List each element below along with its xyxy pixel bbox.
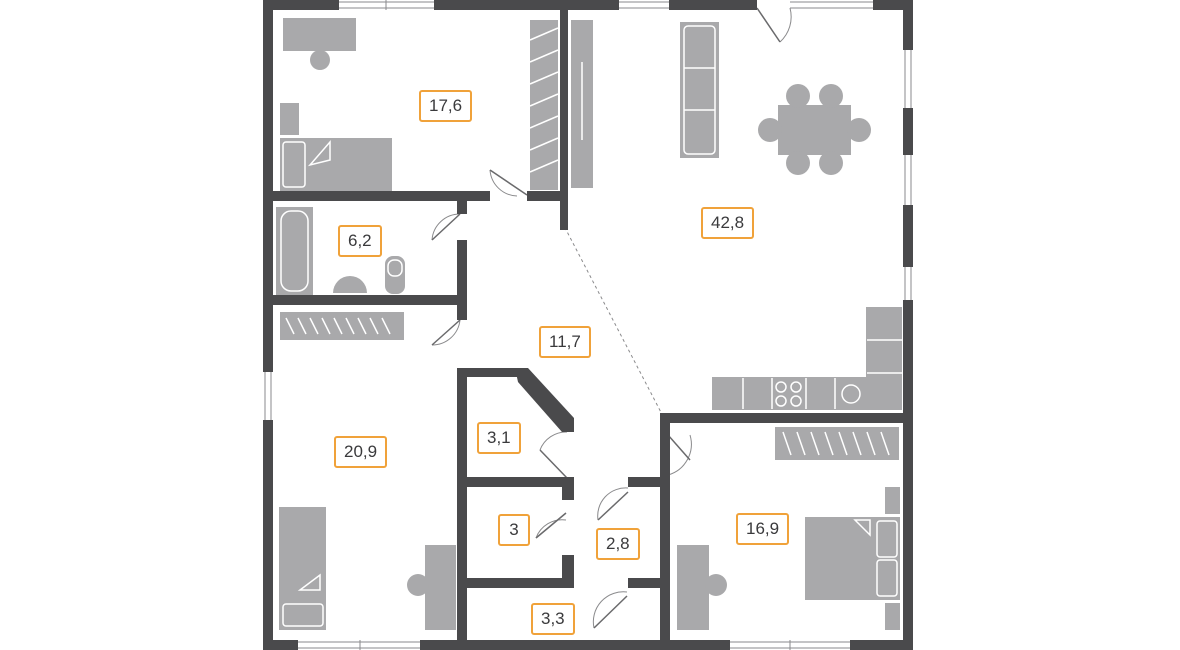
area-label-corridor: 2,8 (596, 528, 640, 560)
wall (434, 0, 619, 10)
window (264, 372, 272, 420)
wall (457, 305, 467, 320)
area-label-bedroom-nw: 17,6 (419, 90, 473, 122)
wall (628, 578, 668, 588)
bed (279, 507, 326, 630)
wall (263, 0, 273, 372)
area-label-hall: 11,7 (539, 326, 591, 358)
wall (263, 191, 490, 201)
wall (263, 420, 273, 650)
window (904, 155, 912, 205)
bathtub (276, 207, 313, 295)
wall (560, 10, 568, 230)
wardrobe (280, 312, 404, 340)
window (730, 640, 850, 650)
nightstand (885, 487, 900, 514)
wall (420, 640, 660, 650)
wall (850, 640, 913, 650)
wall (515, 368, 574, 432)
dining-chair (786, 151, 810, 175)
window (339, 0, 434, 10)
wall (457, 477, 574, 487)
area-label-bedroom-sw: 20,9 (334, 436, 388, 468)
wall (457, 578, 574, 588)
bed (280, 138, 392, 191)
wardrobe (775, 427, 899, 460)
sofa (680, 22, 719, 158)
wall (263, 0, 339, 10)
wall (903, 300, 913, 650)
area-label-storage-1: 3,1 (477, 422, 521, 454)
wall (263, 640, 298, 650)
wall (263, 295, 467, 305)
chair (705, 574, 727, 596)
wall (903, 205, 913, 267)
window (619, 1, 669, 9)
wall (669, 0, 757, 10)
nightstand (280, 103, 299, 135)
dining-chair (758, 118, 782, 142)
dining-chair (819, 151, 843, 175)
chair (407, 574, 429, 596)
window (904, 267, 912, 300)
area-label-storage-2: 3 (498, 514, 530, 546)
wall (457, 368, 517, 377)
desk (677, 545, 709, 630)
wall (457, 240, 467, 302)
dining-chair (786, 84, 810, 108)
wall (527, 191, 567, 201)
wall (873, 0, 913, 10)
wall (457, 368, 467, 650)
desk (425, 545, 456, 630)
area-label-wc: 3,3 (531, 603, 575, 635)
area-label-living-kitchen: 42,8 (701, 207, 755, 239)
wall (562, 555, 574, 585)
wall (660, 413, 913, 423)
wall (457, 201, 467, 214)
area-label-bedroom-se: 16,9 (736, 513, 790, 545)
dining-chair (847, 118, 871, 142)
bed (805, 517, 900, 600)
area-label-bathroom: 6,2 (338, 225, 382, 257)
dining-chair (819, 84, 843, 108)
wall (660, 420, 670, 650)
kitchen-column (866, 307, 902, 410)
wall (628, 477, 668, 487)
wall (562, 487, 574, 500)
window (790, 1, 873, 9)
wall (660, 640, 730, 650)
window (904, 50, 912, 108)
sink (333, 276, 367, 293)
wall (903, 108, 913, 155)
dining-table (778, 105, 851, 155)
chair (310, 50, 330, 70)
wall (903, 0, 913, 50)
nightstand (885, 603, 900, 630)
window (298, 640, 420, 650)
toilet (385, 256, 405, 294)
desk (283, 18, 356, 51)
